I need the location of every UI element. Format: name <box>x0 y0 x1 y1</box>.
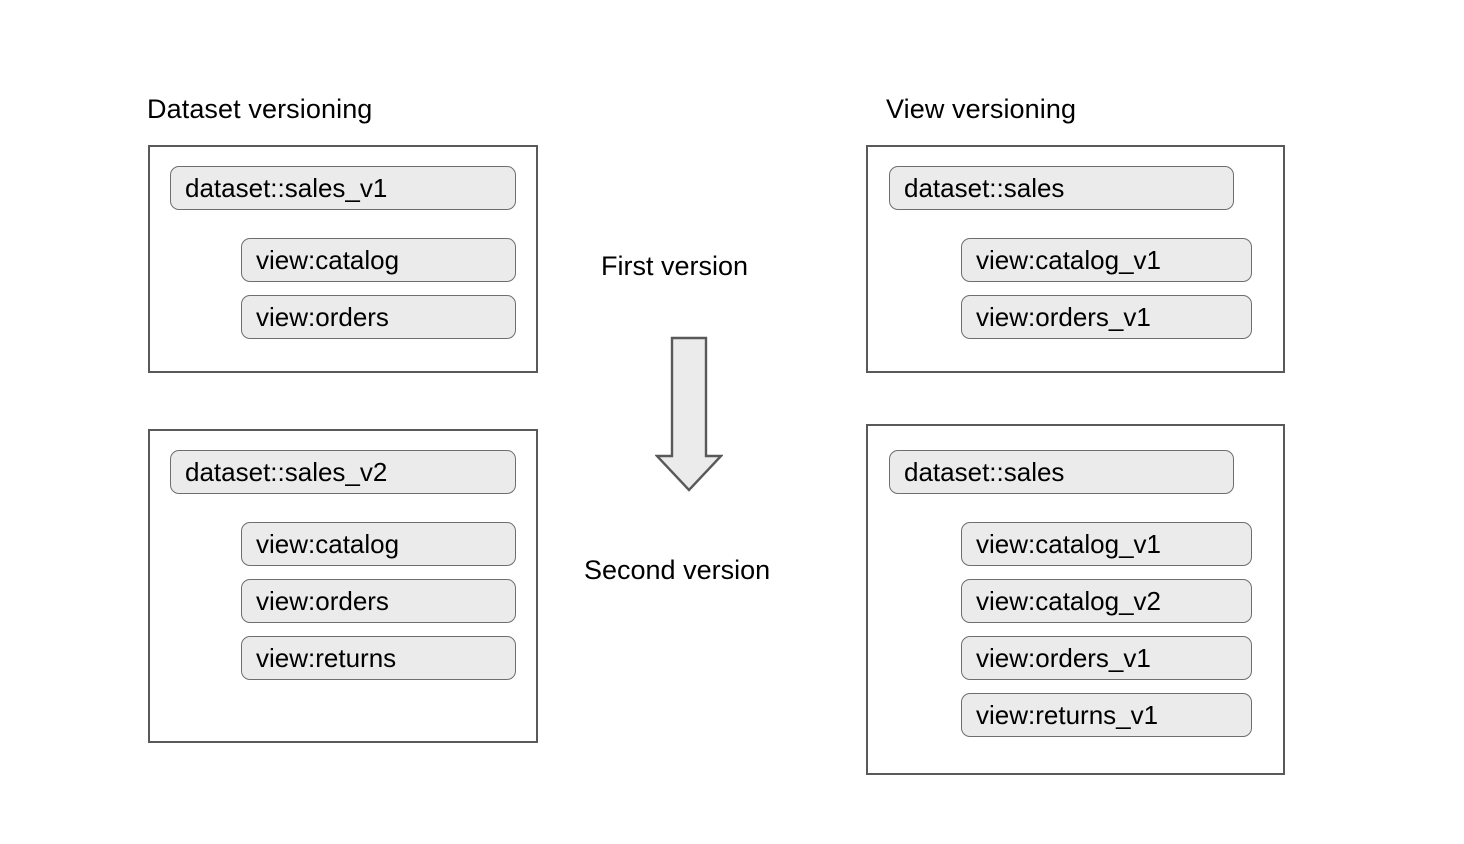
view-pill-orders-v1[interactable]: view:orders_v1 <box>961 295 1252 339</box>
dataset-pill-sales[interactable]: dataset::sales <box>889 450 1234 494</box>
view-pill-catalog[interactable]: view:catalog <box>241 522 516 566</box>
group-box-view-sales-second-version: dataset::sales view:catalog_v1 view:cata… <box>866 424 1285 775</box>
dataset-pill-sales[interactable]: dataset::sales <box>889 166 1234 210</box>
view-pill-returns-v1[interactable]: view:returns_v1 <box>961 693 1252 737</box>
view-pill-catalog-v1[interactable]: view:catalog_v1 <box>961 522 1252 566</box>
view-pill-orders[interactable]: view:orders <box>241 295 516 339</box>
view-pill-orders[interactable]: view:orders <box>241 579 516 623</box>
group-box-dataset-sales-v1: dataset::sales_v1 view:catalog view:orde… <box>148 145 538 373</box>
dataset-pill-sales-v1[interactable]: dataset::sales_v1 <box>170 166 516 210</box>
group-box-dataset-sales-v2: dataset::sales_v2 view:catalog view:orde… <box>148 429 538 743</box>
arrow-down-icon <box>655 336 723 492</box>
view-pill-catalog[interactable]: view:catalog <box>241 238 516 282</box>
column-heading-dataset-versioning: Dataset versioning <box>147 94 373 124</box>
dataset-pill-sales-v2[interactable]: dataset::sales_v2 <box>170 450 516 494</box>
label-second-version: Second version <box>584 555 771 585</box>
view-pill-catalog-v1[interactable]: view:catalog_v1 <box>961 238 1252 282</box>
label-first-version: First version <box>601 251 749 281</box>
view-pill-catalog-v2[interactable]: view:catalog_v2 <box>961 579 1252 623</box>
view-pill-orders-v1[interactable]: view:orders_v1 <box>961 636 1252 680</box>
view-pill-returns[interactable]: view:returns <box>241 636 516 680</box>
group-box-view-sales-first-version: dataset::sales view:catalog_v1 view:orde… <box>866 145 1285 373</box>
column-heading-view-versioning: View versioning <box>886 94 1077 124</box>
